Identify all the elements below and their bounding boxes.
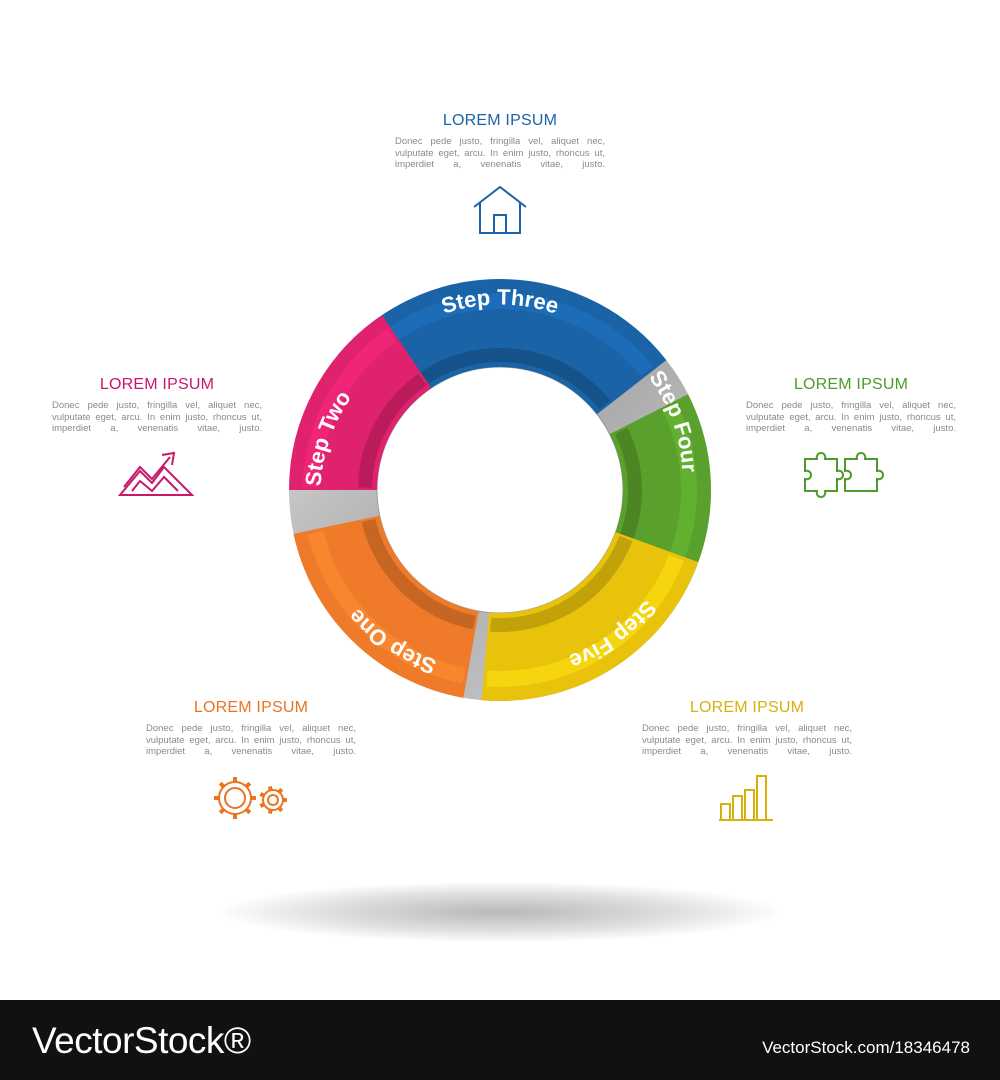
gear-tooth [218, 781, 226, 788]
gear-tooth [277, 806, 284, 812]
step-one-segment [293, 514, 480, 698]
gear-tooth [267, 785, 273, 791]
step-five-shade [490, 535, 633, 633]
gear-tooth [267, 808, 273, 814]
info-block-right: LOREM IPSUM Donec pede justo, fringilla … [746, 376, 956, 509]
step-five-highlight [486, 554, 684, 687]
step-five-segment [481, 530, 699, 701]
step-ring: Step Three Step Four Step Five Step One … [289, 279, 711, 701]
step-two-shade [358, 373, 427, 488]
step-two-highlight [303, 328, 397, 487]
info-block-left: LOREM IPSUM Donec pede justo, fringilla … [52, 376, 262, 501]
block-body: Donec pede justo, fringilla vel, aliquet… [395, 136, 605, 170]
gears-icon [214, 776, 287, 819]
block-heading: LOREM IPSUM [193, 699, 309, 716]
block-heading: LOREM IPSUM [689, 699, 805, 716]
puzzle-icon [804, 451, 884, 498]
gear-tooth [277, 787, 284, 793]
gear-tooth [244, 807, 252, 814]
ring-inner-edge [376, 366, 624, 614]
block-body: Donec pede justo, fringilla vel, aliquet… [52, 400, 262, 434]
block-heading: LOREM IPSUM [99, 376, 215, 393]
block-heading: LOREM IPSUM [793, 376, 909, 393]
footer-brand: VectorStock® [32, 1020, 251, 1061]
block-body: Donec pede justo, fringilla vel, aliquet… [642, 723, 852, 757]
info-block-bottom-left: LOREM IPSUM Donec pede justo, fringilla … [146, 699, 356, 824]
growth-chart-icon [118, 451, 195, 496]
gear-tooth [218, 807, 226, 814]
floor-shadow [220, 882, 780, 942]
step-two-segment [289, 315, 433, 492]
gear-tooth [259, 802, 265, 808]
gear-tooth [259, 791, 265, 797]
step-one-shade [361, 518, 476, 630]
info-block-top: LOREM IPSUM Donec pede justo, fringilla … [395, 112, 605, 237]
block-heading: LOREM IPSUM [442, 112, 558, 129]
watermark-footer: VectorStock® VectorStock.com/18346478 [0, 1000, 1000, 1080]
block-body: Donec pede justo, fringilla vel, aliquet… [146, 723, 356, 757]
block-body: Donec pede justo, fringilla vel, aliquet… [746, 400, 956, 434]
gear-tooth [244, 781, 252, 788]
step-one-highlight [308, 530, 466, 684]
infographic-canvas: Step Three Step Four Step Five Step One … [52, 112, 956, 942]
info-block-bottom-right: LOREM IPSUM Donec pede justo, fringilla … [642, 699, 852, 824]
house-icon [473, 185, 527, 234]
bar-chart-icon [719, 774, 773, 821]
footer-url: VectorStock.com/18346478 [762, 1038, 970, 1057]
